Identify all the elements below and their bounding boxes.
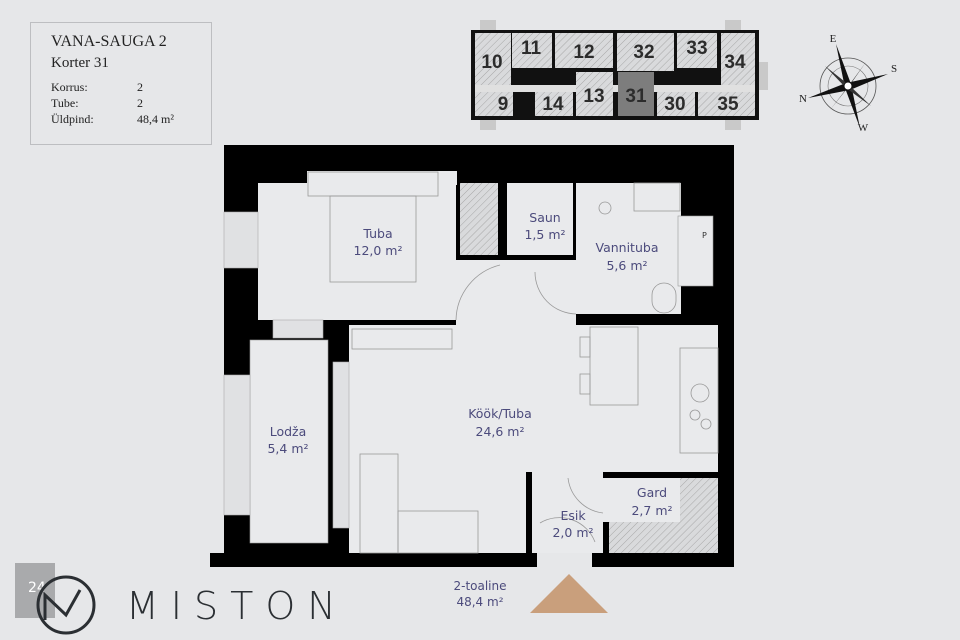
tv-unit [351,328,453,350]
apartment-plan: P Tuba 12,0 m² Saun 1,5 m² Vannituba 5,6… [210,145,734,567]
room-tuba [258,183,456,320]
room-name: Esik [560,508,586,523]
room-lodza [249,339,329,544]
key-plan-highlight-31 [618,72,654,116]
info-label: Korrus: [51,80,88,94]
boiler-label: P [702,231,707,240]
info-value: 2 [137,96,143,110]
entrance-marker-icon [530,574,608,613]
corridor [456,260,576,330]
unit-label: 31 [625,86,647,107]
room-kook-tuba [349,325,718,553]
furniture [307,171,719,554]
room-name: Tuba [362,226,392,241]
compass-rose-icon: E S N W [799,33,897,134]
unit-label: 12 [573,42,594,63]
room-area: 5,6 m² [606,258,647,273]
apartment-type: 2-toaline [453,579,507,593]
compass-east-label: E [830,33,837,45]
lodza-window [223,374,251,516]
info-row-floor: Korrus: 2 [51,80,211,95]
miston-logo: 24 [15,563,96,635]
brand-name: MISTON [126,584,348,628]
unit-label: 33 [686,38,707,59]
entrance-door-opening [537,553,592,567]
apartment-number: Korter 31 [51,55,109,71]
room-name: Gard [637,485,667,500]
room-vannituba [576,183,681,314]
compass-south-label: S [891,63,897,75]
shower [598,201,612,215]
room-name: Köök/Tuba [468,406,532,421]
unit-label: 30 [664,94,685,115]
info-label: Üldpind: [51,112,94,126]
unit-label: 9 [498,94,509,115]
building-key-plan: 10 11 12 32 33 34 9 14 13 31 30 35 [471,20,768,130]
unit-label: 10 [481,52,502,73]
toilet [651,282,677,314]
info-row-area: Üldpind: 48,4 m² [51,112,211,127]
apartment-total-area: 48,4 m² [456,595,504,609]
room-area: 5,4 m² [267,441,308,456]
sink [633,182,681,212]
compass-west-label: W [858,122,869,134]
kitchen-island [589,326,639,406]
room-area: 1,5 m² [524,227,565,242]
headboard [307,171,439,197]
info-value: 48,4 m² [137,112,174,126]
info-row-rooms: Tube: 2 [51,96,211,111]
tuba-window [223,211,259,269]
project-name: VANA-SAUGA 2 [51,33,167,50]
unit-label: 11 [521,38,542,59]
wardrobe [460,183,498,255]
door-swing [455,264,501,321]
sofa [359,453,399,554]
room-name: Lodža [270,424,307,439]
compass-north-label: N [799,93,807,105]
kitchen-counter [679,347,719,454]
lodza-door [332,361,350,529]
room-area: 12,0 m² [354,243,403,258]
room-saun [507,183,573,255]
unit-label: 14 [542,94,564,115]
unit-label: 35 [717,94,739,115]
room-area: 2,7 m² [631,503,672,518]
room-name: Saun [529,210,560,225]
unit-label: 34 [724,52,746,73]
room-area: 2,0 m² [552,525,593,540]
info-value: 2 [137,80,143,94]
info-label: Tube: [51,96,79,110]
apartment-info-box: VANA-SAUGA 2 Korter 31 Korrus: 2 Tube: 2 Ü… [30,22,212,145]
unit-label: 32 [633,42,654,63]
room-name: Vannituba [596,240,659,255]
unit-label: 13 [583,86,604,107]
room-area: 24,6 m² [476,424,525,439]
apartment-total: 2-toaline 48,4 m² [430,578,530,610]
